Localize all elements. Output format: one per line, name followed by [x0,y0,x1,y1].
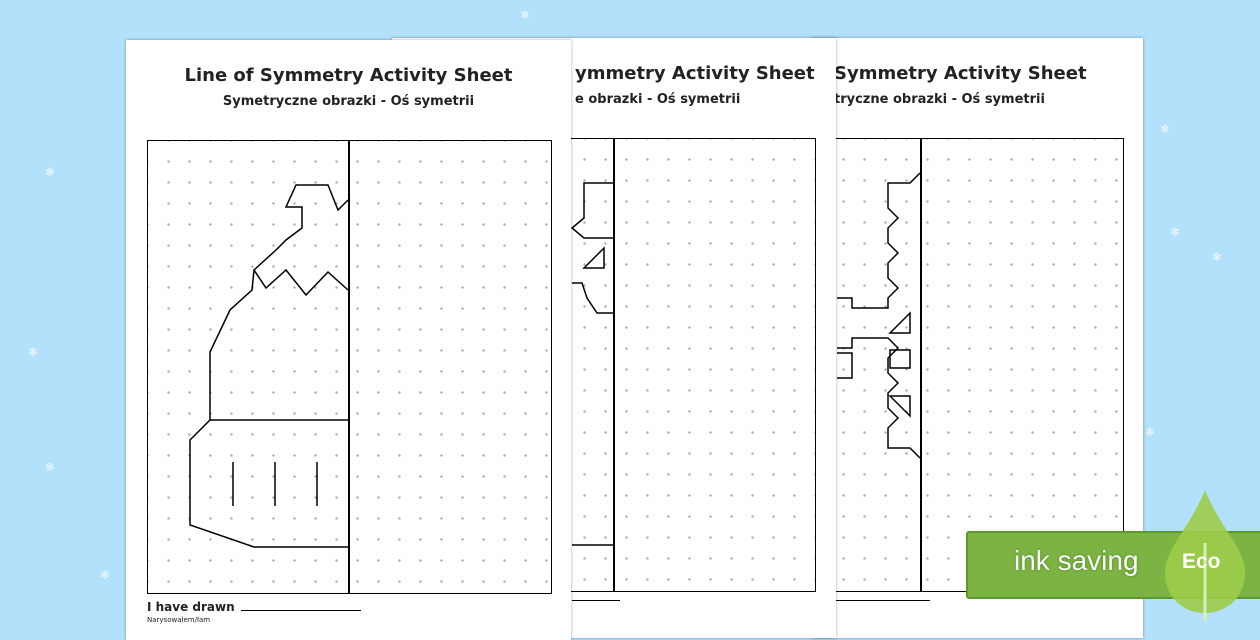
eco-label: Eco [1182,550,1221,573]
name-line [572,600,620,601]
leaf-icon [1165,490,1245,621]
snowflake-icon: ❄ [45,460,56,474]
snowflake-icon: ❄ [520,8,531,22]
drawn-label-text: I have drawn [147,600,235,614]
snowflake-icon: ❄ [1145,425,1156,439]
symmetry-line [348,141,350,593]
name-line [822,600,930,601]
name-input-line[interactable] [240,610,361,611]
snowflake-icon: ❄ [100,568,111,582]
snowflake-half-drawing [837,172,921,459]
dot-grid [542,138,816,592]
page-subtitle: e obrazki - Oś symetrii [575,92,741,107]
page-subtitle: tryczne obrazki - Oś symetrii [834,92,1045,107]
snowflake-icon: ❄ [1160,122,1171,136]
snowflake-half-drawing [570,182,613,546]
symmetry-line [613,139,615,591]
page-title: Line of Symmetry Activity Sheet [184,65,513,86]
snowflake-icon: ❄ [45,165,56,179]
page-title: ymmetry Activity Sheet [575,63,815,84]
worksheet-page-1: Line of Symmetry Activity Sheet Symetryc… [126,40,571,640]
i-have-drawn-label: I have drawn [147,600,361,614]
snowflake-icon: ❄ [1212,250,1223,264]
snowflake-icon: ❄ [28,345,39,359]
snowflake-icon: ❄ [1170,225,1181,239]
ink-saving-text: ink saving [1014,545,1139,576]
page-subtitle: Symetryczne obrazki - Oś symetrii [222,94,475,109]
drawn-label-polish: Narysowałem/łam [147,616,211,624]
ice-cream-half-drawing [189,184,349,548]
dot-grid [822,138,1124,592]
dot-grid [147,140,552,594]
page-title: Symmetry Activity Sheet [834,63,1087,84]
symmetry-line [920,139,922,591]
